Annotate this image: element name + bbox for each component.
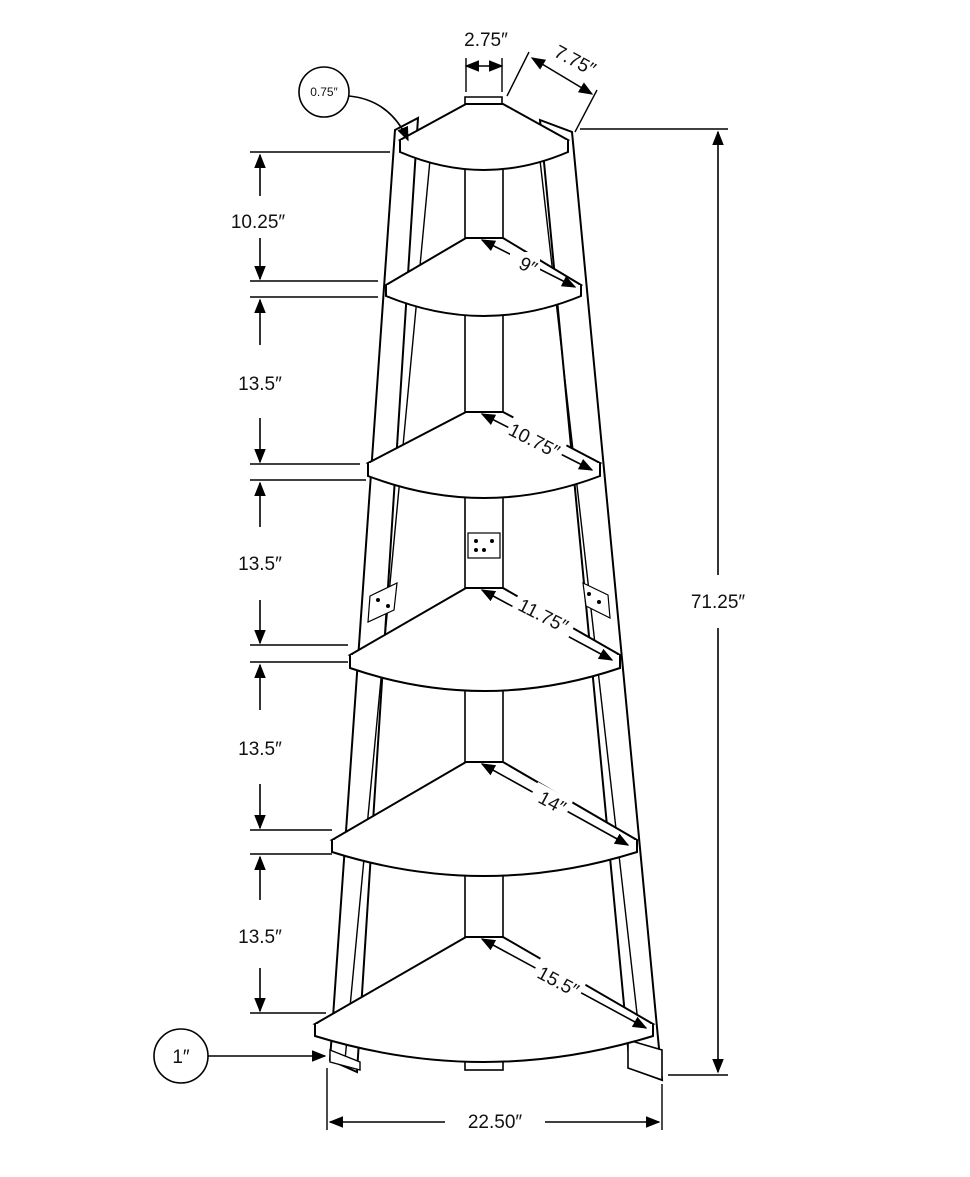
shelf-3 bbox=[365, 411, 603, 499]
shelf-6 bbox=[312, 936, 656, 1063]
bracket-left bbox=[367, 581, 398, 623]
dim-gap-5: 13.5″ bbox=[238, 853, 332, 1014]
label-gap-2: 13.5″ bbox=[238, 374, 282, 395]
label-total-height: 71.25″ bbox=[691, 592, 746, 613]
dim-shelf-depth-4: 14″ bbox=[480, 763, 630, 846]
label-gap-1: 10.25″ bbox=[231, 212, 286, 233]
label-bottom-thickness: 1″ bbox=[172, 1047, 190, 1068]
dim-top-width: 2.75″ bbox=[464, 30, 508, 92]
dim-total-height: 71.25″ bbox=[580, 128, 746, 1076]
label-top-width: 2.75″ bbox=[464, 30, 508, 51]
label-total-width: 22.50″ bbox=[468, 1112, 523, 1133]
callout-bottom-thickness: 1″ bbox=[153, 1028, 327, 1084]
label-gap-4: 13.5″ bbox=[238, 739, 282, 760]
top-cap bbox=[464, 96, 503, 105]
bracket-back bbox=[467, 532, 501, 559]
shelf-5 bbox=[329, 761, 640, 877]
dim-gap-3: 13.5″ bbox=[238, 479, 366, 646]
label-top-thickness: 0.75″ bbox=[310, 85, 338, 99]
dim-total-width: 22.50″ bbox=[326, 1068, 663, 1133]
dim-gap-1: 10.25″ bbox=[231, 151, 390, 282]
label-top-depth: 7.75″ bbox=[550, 42, 599, 81]
dim-gap-4: 13.5″ bbox=[238, 661, 348, 831]
callout-top-thickness: 0.75″ bbox=[298, 66, 409, 142]
shelf-1 bbox=[397, 103, 571, 171]
label-gap-3: 13.5″ bbox=[238, 554, 282, 575]
label-gap-5: 13.5″ bbox=[238, 927, 282, 948]
dim-gap-2: 13.5″ bbox=[238, 296, 378, 465]
